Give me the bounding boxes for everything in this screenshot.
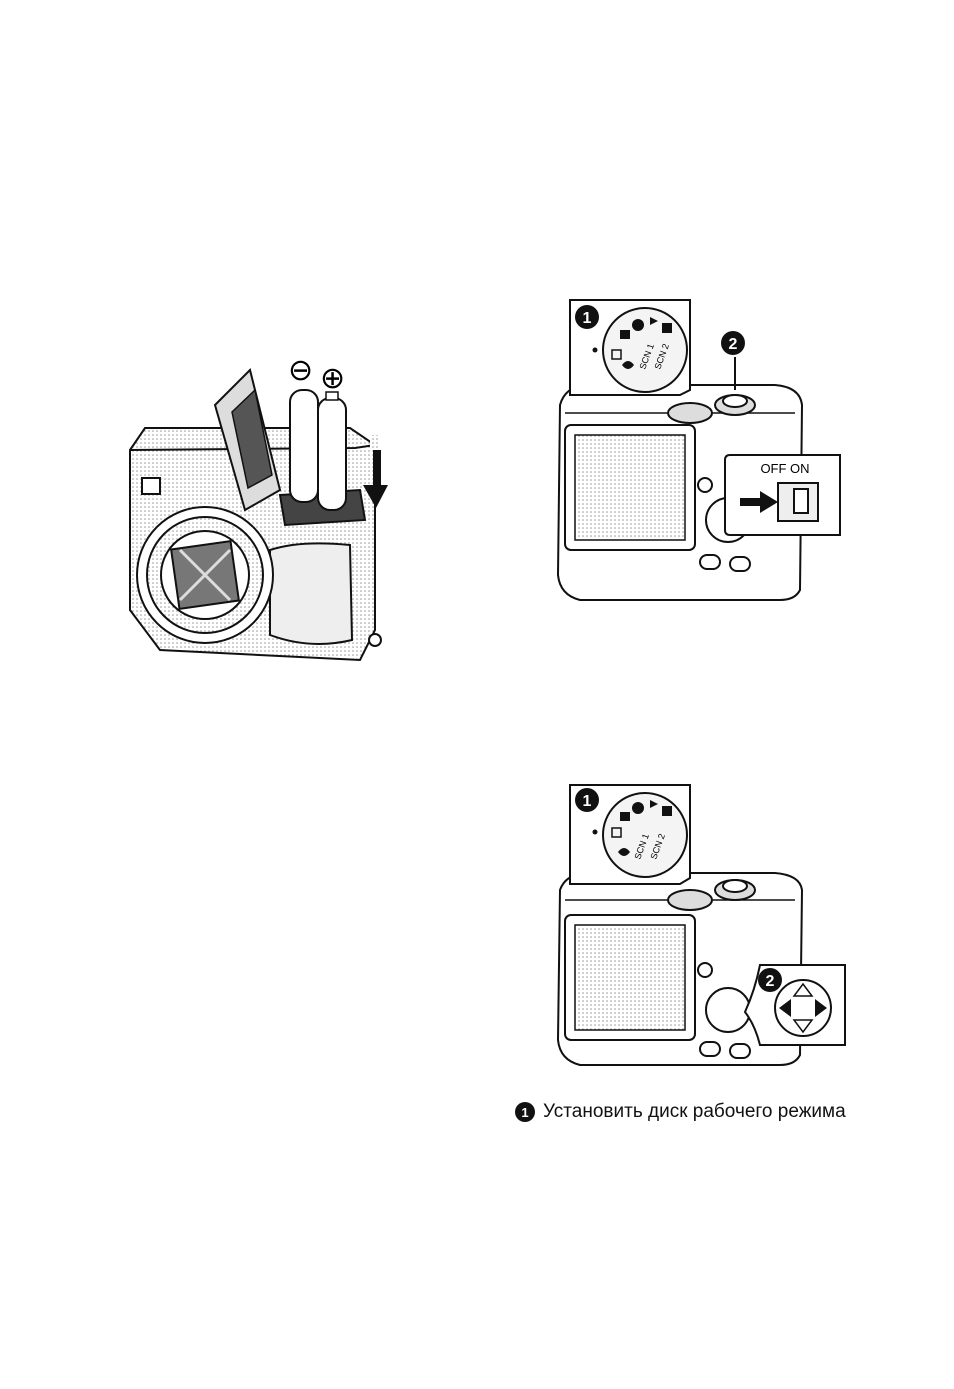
caption-text: Установить диск рабочего режима — [543, 1101, 846, 1123]
minus-symbol: ⊖ — [288, 354, 313, 387]
mode-dial-caption: 1 Установить диск рабочего режима — [515, 1097, 935, 1127]
power-on-drawing: SCN 1 SCN 2 1 2 OFF ON — [550, 295, 855, 605]
battery-insert-drawing: ⊖ ⊕ — [120, 350, 400, 690]
callout-number-2: 2 — [729, 336, 738, 353]
lens — [137, 507, 273, 643]
cursor-pad-icon — [775, 980, 831, 1036]
battery-insert-illustration: ⊖ ⊕ — [120, 350, 400, 690]
callout-number-2: 2 — [766, 973, 775, 990]
mode-dial-illustration: SCN 1 SCN 2 1 2 — [550, 780, 855, 1070]
power-switch-label: OFF ON — [760, 461, 809, 476]
power-on-illustration: SCN 1 SCN 2 1 2 OFF ON — [550, 295, 855, 605]
caption-number-badge: 1 — [515, 1102, 535, 1122]
plus-symbol: ⊕ — [320, 362, 345, 395]
batteries — [290, 390, 346, 510]
callout-number-1: 1 — [583, 793, 592, 810]
mode-dial-drawing: SCN 1 SCN 2 1 2 — [550, 780, 855, 1070]
callout-number-1: 1 — [583, 310, 592, 327]
